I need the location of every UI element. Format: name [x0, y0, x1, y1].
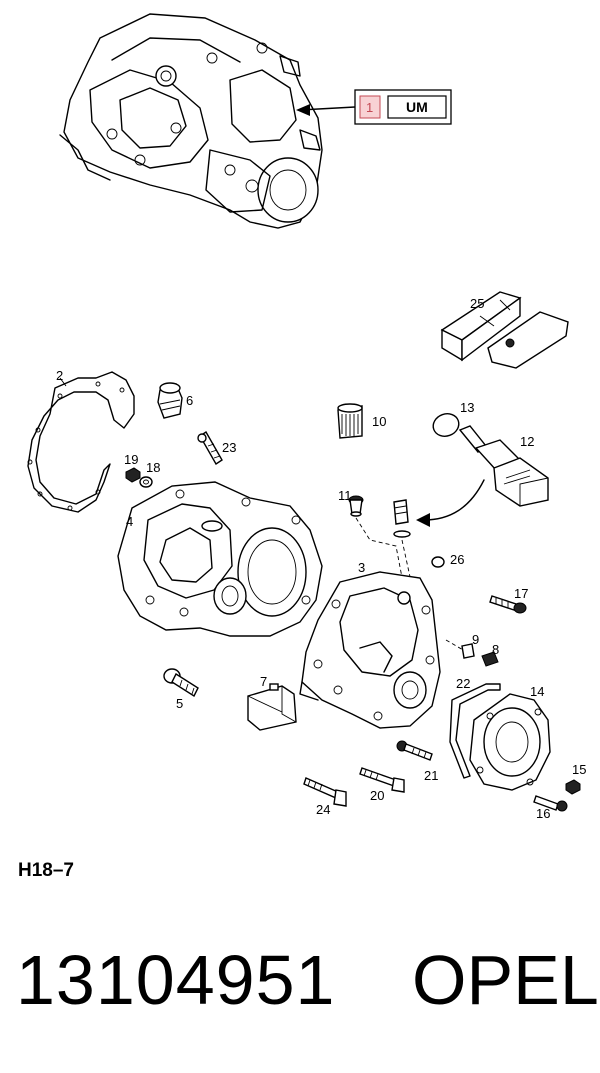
callout-14: 14 [530, 684, 544, 699]
part-14-end-cover [469, 693, 551, 791]
part-26-cap [431, 556, 445, 568]
part-20-long-bolt [359, 767, 405, 793]
callout-17: 17 [514, 586, 528, 601]
part-19-nut [125, 467, 141, 483]
callout-12: 12 [520, 434, 534, 449]
reference-index: 1 [366, 100, 373, 115]
sheet-code: H18–7 [18, 860, 74, 881]
part-13-o-ring [432, 413, 460, 437]
part-10-filter [337, 403, 363, 439]
callout-18: 18 [146, 460, 160, 475]
callout-26: 26 [450, 552, 464, 567]
part-5-bolt [163, 668, 199, 698]
callout-25: 25 [470, 296, 484, 311]
reference-arrow [296, 104, 356, 116]
part-16-bolt [533, 795, 568, 812]
part-21-bolt [396, 740, 433, 761]
part-25-sealant-tube [440, 291, 569, 369]
callout-9: 9 [472, 632, 479, 647]
callout-24: 24 [316, 802, 330, 817]
part-6-plug [157, 382, 183, 419]
callout-20: 20 [370, 788, 384, 803]
callout-6: 6 [186, 393, 193, 408]
callout-23: 23 [222, 440, 236, 455]
breather-valve [393, 499, 411, 538]
part-17-bolt [489, 595, 527, 614]
reference-box: 1 UM [354, 89, 452, 125]
callout-11: 11 [338, 488, 352, 503]
part-4-clutch-housing [117, 481, 323, 637]
part-24-long-bolt [303, 777, 347, 807]
callout-5: 5 [176, 696, 183, 711]
callout-13: 13 [460, 400, 474, 415]
part-9-pin [461, 643, 475, 659]
callout-21: 21 [424, 768, 438, 783]
part-18-washer [139, 476, 153, 488]
part-12-switch [458, 425, 549, 507]
callout-labels: 2 6 23 19 18 4 5 7 10 13 12 25 11 3 26 1… [56, 296, 586, 821]
callout-8: 8 [492, 642, 499, 657]
part-23-stud [197, 431, 223, 465]
part-11-plug [348, 495, 364, 517]
part-8-fitting [481, 651, 499, 667]
callout-15: 15 [572, 762, 586, 777]
callout-10: 10 [372, 414, 386, 429]
brand-name: OPEL [412, 941, 599, 1019]
callout-4: 4 [126, 514, 133, 529]
part-2-gasket [27, 371, 135, 513]
part-3-gearbox-housing [299, 571, 441, 729]
callout-16: 16 [536, 806, 550, 821]
part-7-sensor [247, 683, 297, 731]
callout-22: 22 [456, 676, 470, 691]
part-number: 13104951 [16, 941, 336, 1019]
assembled-gearbox-illustration [59, 13, 323, 229]
callout-7: 7 [260, 674, 267, 689]
part-22-cover-gasket [449, 683, 501, 779]
callout-19: 19 [124, 452, 138, 467]
exploded-parts-diagram: 1 UM [27, 13, 586, 821]
callout-3: 3 [358, 560, 365, 575]
callout-2: 2 [56, 368, 63, 383]
reference-code: UM [406, 99, 428, 115]
part-15-nut [565, 779, 581, 795]
assembly-arrow [416, 479, 485, 527]
